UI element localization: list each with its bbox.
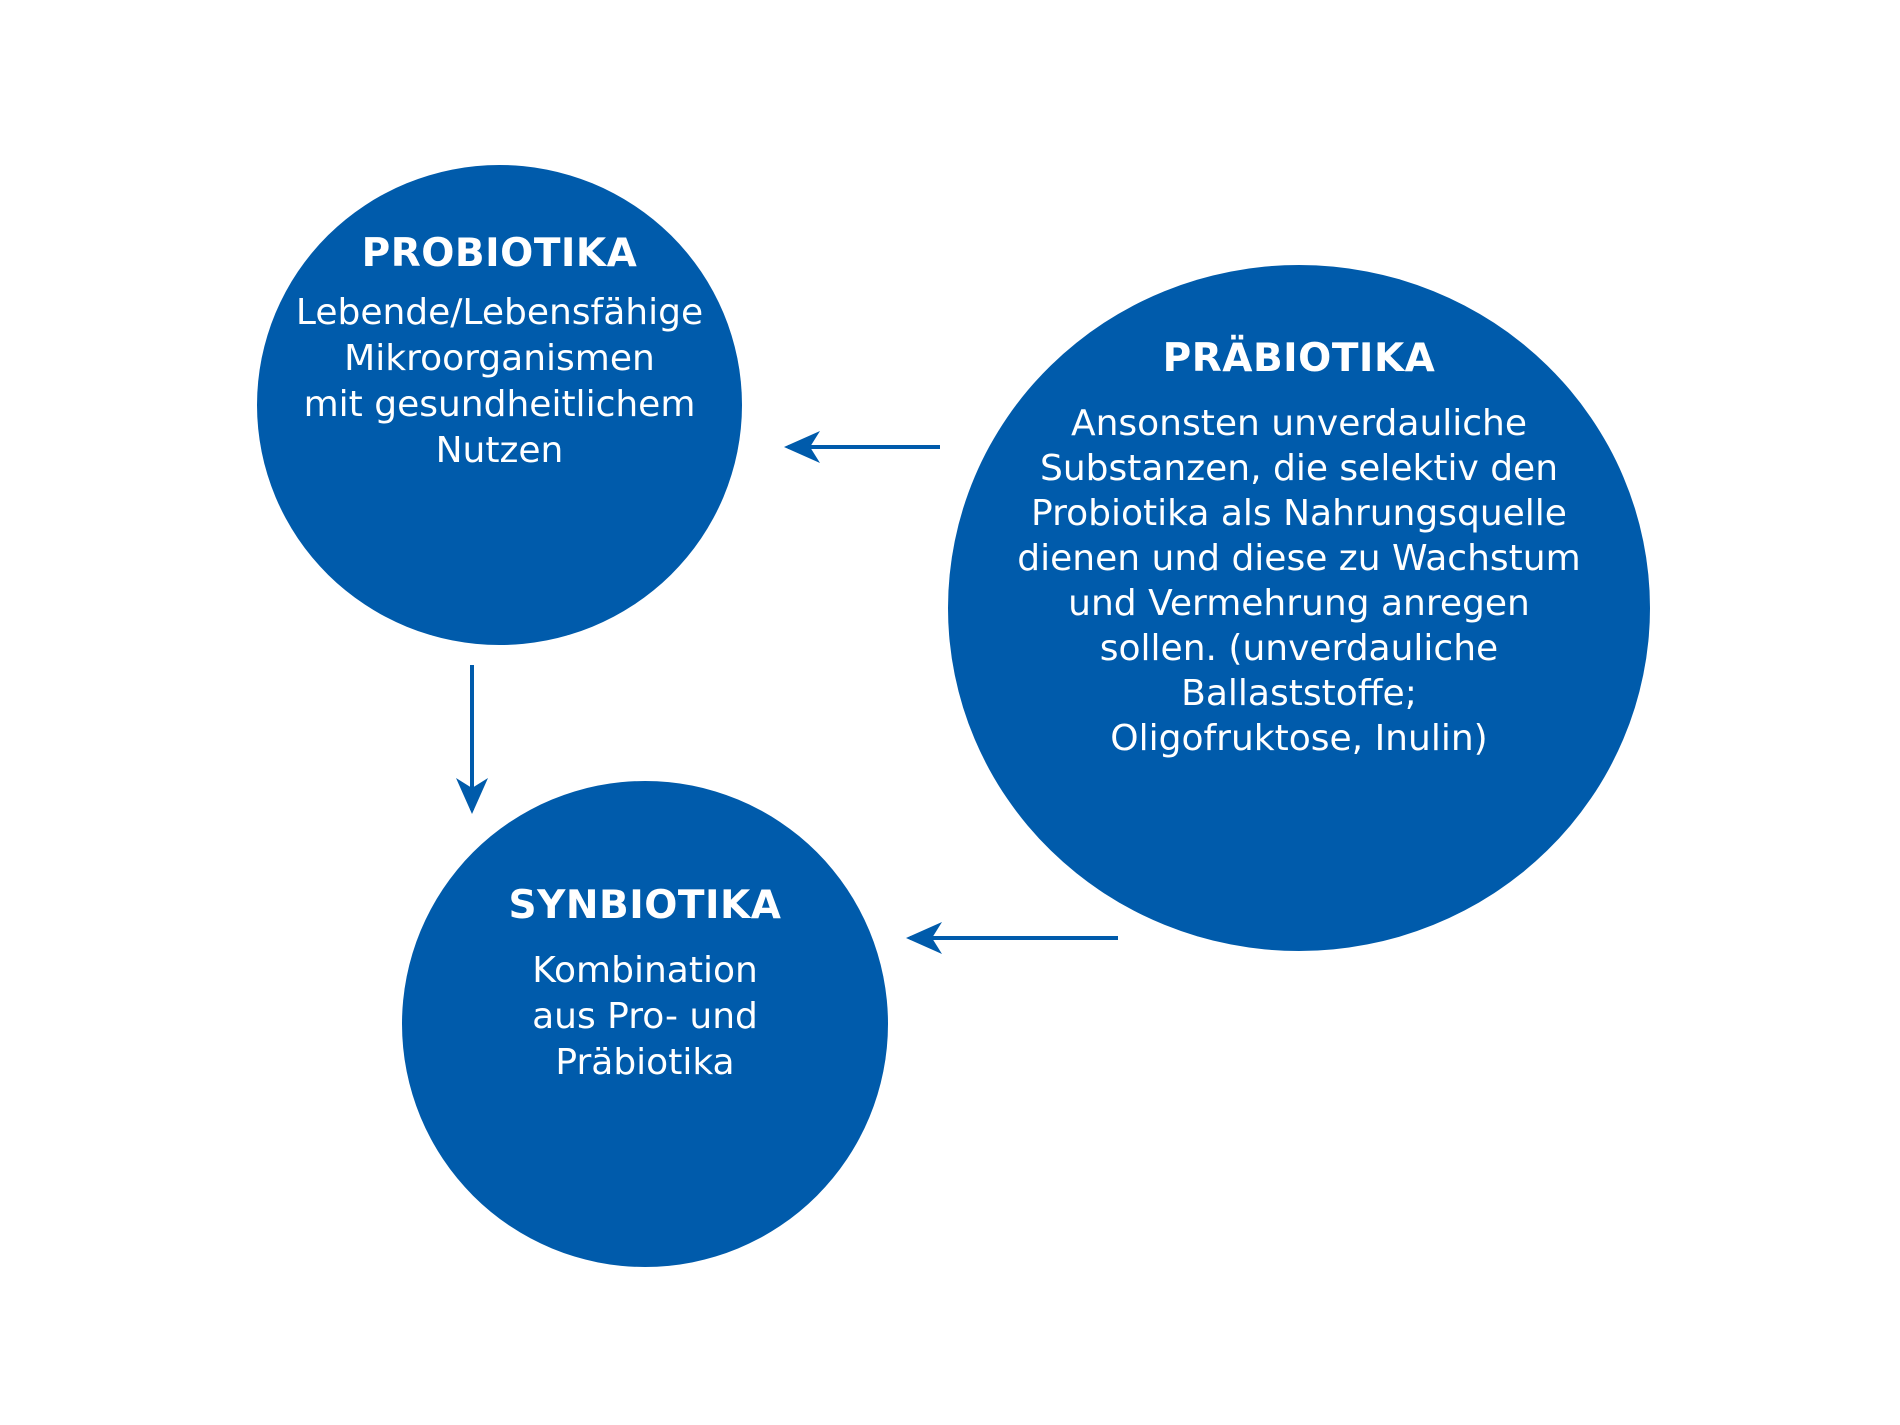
- node-synbiotika: SYNBIOTIKA Kombination aus Pro- und Präb…: [402, 781, 888, 1267]
- description-line: Probiotika als Nahrungsquelle: [1031, 492, 1567, 534]
- node-description: Kombination aus Pro- und Präbiotika: [532, 948, 758, 1086]
- description-line: Präbiotika: [555, 1041, 735, 1083]
- description-line: Substanzen, die selektiv den: [1039, 447, 1559, 489]
- description-line: Mikroorganismen: [344, 338, 655, 379]
- description-line: Ansonsten unverdauliche: [1070, 402, 1528, 444]
- description-line: Lebende/Lebensfähige: [295, 292, 704, 333]
- node-description: Lebende/Lebensfähige Mikroorganismen mit…: [296, 290, 703, 474]
- description-line: und Vermehrung anregen: [1068, 582, 1530, 624]
- description-line: Oligofruktose, Inulin): [1110, 717, 1488, 759]
- description-line: Nutzen: [435, 430, 564, 471]
- node-title: SYNBIOTIKA: [508, 882, 782, 928]
- node-description: Ansonsten unverdauliche Substanzen, die …: [1017, 401, 1580, 761]
- description-line: Ballaststoffe;: [1181, 672, 1417, 714]
- description-line: Kombination: [532, 949, 758, 991]
- node-title: PRÄBIOTIKA: [1162, 335, 1436, 381]
- node-title: PROBIOTIKA: [361, 231, 638, 276]
- description-line: sollen. (unverdauliche: [1099, 627, 1499, 669]
- description-line: aus Pro- und: [532, 995, 758, 1037]
- node-probiotika: PROBIOTIKA Lebende/Lebensfähige Mikroorg…: [257, 165, 742, 645]
- description-line: dienen und diese zu Wachstum: [1017, 537, 1581, 579]
- description-line: mit gesundheitlichem: [303, 384, 696, 425]
- node-praebiotika: PRÄBIOTIKA Ansonsten unverdauliche Subst…: [948, 265, 1650, 951]
